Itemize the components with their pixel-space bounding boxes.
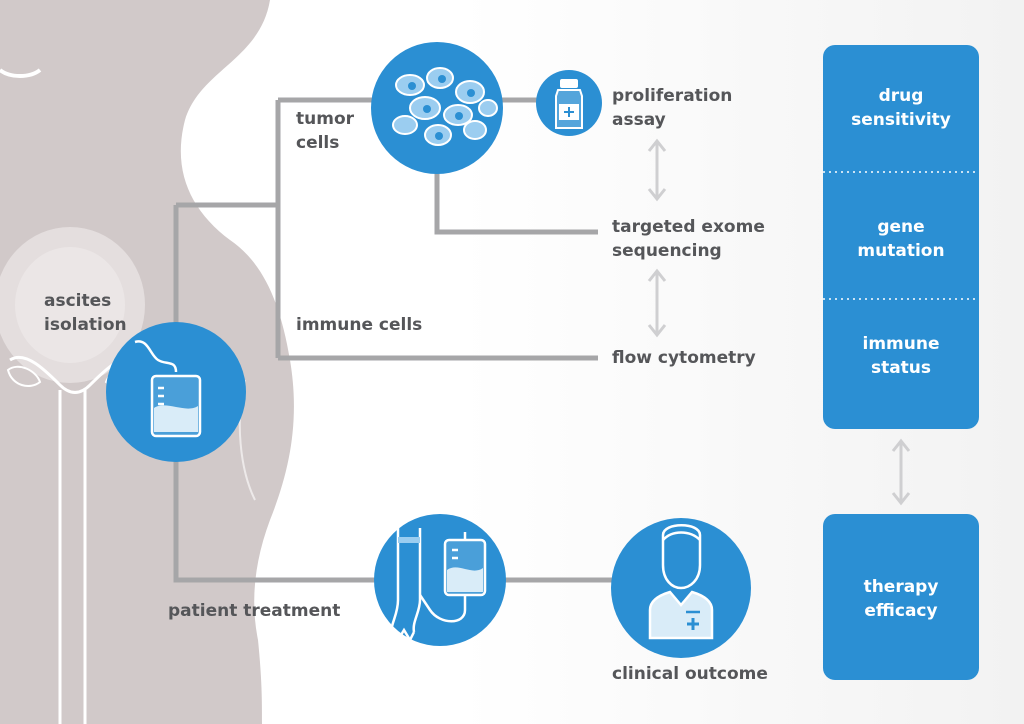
iv-bag-icon (134, 340, 202, 438)
patient-treatment-label: patient treatment (168, 601, 341, 621)
clinical-outcome-label: clinical outcome (612, 664, 768, 684)
arrow-proliferation-exome (647, 138, 667, 202)
tumor-cells-circle (371, 42, 503, 174)
vial-circle (536, 70, 602, 136)
tumor-cells-label: tumor cells (296, 109, 355, 153)
double-arrows (647, 138, 911, 506)
immune-cells-label: immune cells (296, 315, 423, 335)
arrow-status-therapy (891, 438, 911, 506)
immune-status-label: immune status (862, 334, 940, 378)
vial-icon (555, 79, 583, 129)
results-panel (823, 45, 979, 680)
drug-sensitivity-label: drug sensitivity (851, 86, 951, 130)
tumor-cells-icon (392, 67, 498, 146)
gene-mutation-label: gene mutation (857, 217, 945, 261)
treatment-circle (374, 514, 506, 646)
infusion-arm-icon (390, 528, 487, 643)
therapy-box (823, 514, 979, 680)
doctor-icon (648, 524, 714, 640)
targeted-exome-label: targeted exome sequencing (612, 217, 765, 261)
arrow-exome-flow (647, 268, 667, 338)
therapy-efficacy-label: therapy efficacy (863, 577, 939, 621)
proliferation-assay-label: proliferation assay (612, 86, 733, 130)
results-box (823, 45, 979, 429)
doctor-circle (611, 518, 751, 658)
flow-cytometry-label: flow cytometry (612, 348, 756, 368)
ascites-circle (106, 322, 246, 462)
ascites-isolation-label: ascites isolation (44, 291, 127, 335)
